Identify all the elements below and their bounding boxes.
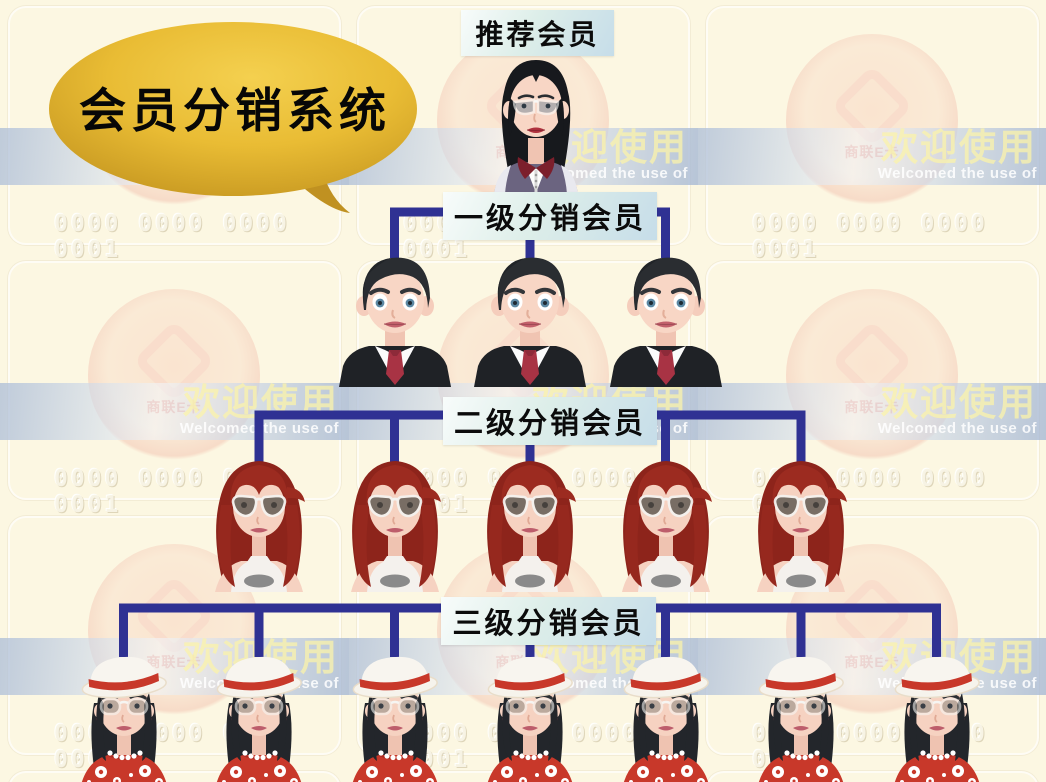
level-1-avatar-1	[331, 250, 459, 387]
card-number: 0000 0000 0000 0001	[54, 211, 290, 263]
card-number: 0000 0000 0000 0001	[752, 211, 988, 263]
level-2-avatar-3	[466, 455, 594, 592]
female-white-hat-avatar	[623, 656, 709, 782]
root-member-avatar	[478, 52, 594, 194]
manager-female-glasses-avatar	[494, 60, 578, 194]
female-white-hat-avatar	[352, 656, 438, 782]
female-sunglasses-avatar	[486, 461, 576, 592]
level-3-avatar-7	[869, 649, 1005, 782]
level-3-avatar-4	[462, 649, 598, 782]
level-2-avatar-5	[737, 455, 865, 592]
level-1-avatar-2	[466, 250, 594, 387]
female-sunglasses-avatar	[757, 461, 847, 592]
level-2-avatar-4	[602, 455, 730, 592]
welcome-text-en: Welcomed the use of	[877, 420, 1037, 437]
female-white-hat-avatar	[216, 656, 302, 782]
welcome-text-cn: 欢迎使用	[881, 382, 1037, 423]
female-white-hat-avatar	[81, 656, 167, 782]
card-outline	[8, 516, 341, 755]
card-outline	[706, 6, 1039, 245]
female-white-hat-avatar	[894, 656, 980, 782]
female-sunglasses-avatar	[350, 461, 441, 592]
level-1-label: 一级分销会员	[443, 192, 657, 240]
male-suit-avatar	[474, 257, 586, 387]
level-3-avatar-1	[56, 649, 192, 782]
female-white-hat-avatar	[758, 656, 844, 782]
level-3-label: 三级分销会员	[441, 597, 656, 645]
welcome-text-en: Welcomed the use of	[877, 165, 1037, 182]
level-2-avatar-2	[331, 455, 459, 592]
level-3-avatar-5	[598, 649, 734, 782]
level-1-avatar-3	[602, 250, 730, 387]
level-3-avatar-6	[733, 649, 869, 782]
level-3-avatar-3	[327, 649, 463, 782]
female-sunglasses-avatar	[621, 461, 712, 592]
title-text: 会员分销系统	[79, 86, 391, 138]
level-2-avatar-1	[195, 455, 323, 592]
welcome-text-cn: 欢迎使用	[881, 127, 1037, 168]
speech-bubble-shape	[49, 22, 417, 213]
male-suit-avatar	[609, 257, 722, 387]
level-3-avatar-2	[191, 649, 327, 782]
card-outline	[706, 516, 1039, 755]
female-sunglasses-avatar	[215, 461, 305, 592]
title-speech-bubble: 会员分销系统	[30, 10, 450, 225]
level-2-label: 二级分销会员	[443, 397, 657, 445]
male-suit-avatar	[338, 257, 451, 387]
root-member-label: 推荐会员	[461, 10, 614, 56]
female-white-hat-avatar	[487, 656, 573, 782]
